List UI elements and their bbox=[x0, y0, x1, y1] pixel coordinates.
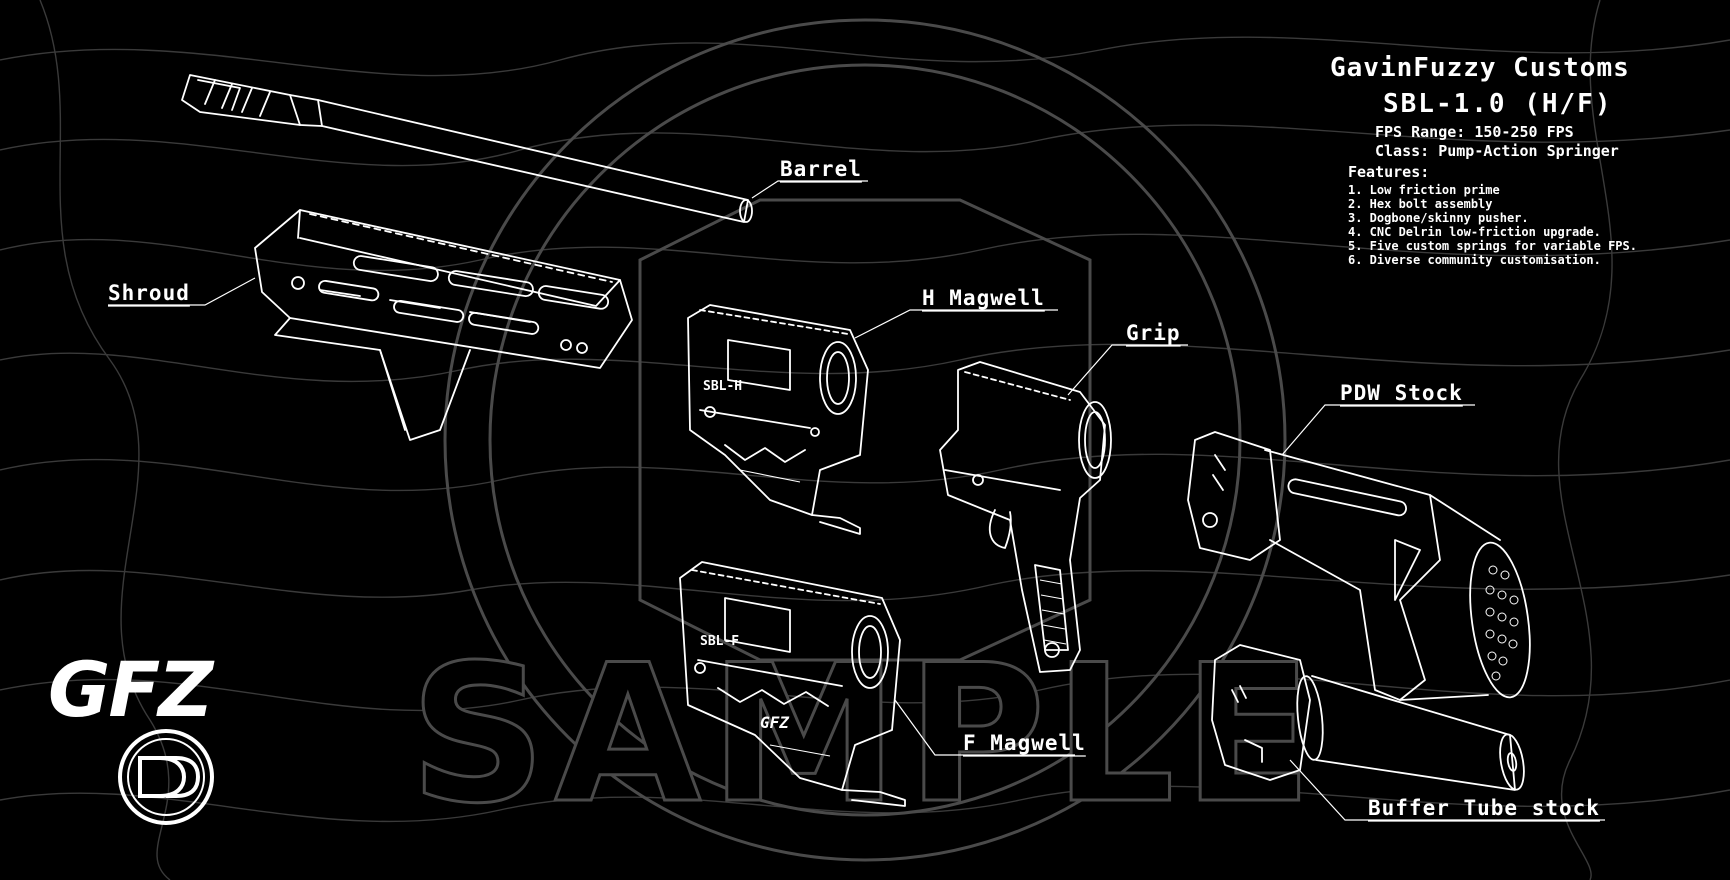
fps-spec: FPS Range: 150-250 FPS bbox=[1375, 123, 1574, 141]
feature-item: 4. CNC Delrin low-friction upgrade. bbox=[1348, 225, 1601, 239]
pdw-stock-leader bbox=[1281, 404, 1475, 456]
barrel-leader bbox=[751, 180, 868, 199]
shroud-label: Shroud bbox=[108, 281, 190, 305]
feature-item: 5. Five custom springs for variable FPS. bbox=[1348, 239, 1637, 253]
class-spec: Class: Pump-Action Springer bbox=[1375, 142, 1619, 160]
h-magwell-part: SBL-H bbox=[687, 304, 869, 535]
title-block: GavinFuzzy Customs SBL-1.0 (H/F) FPS Ran… bbox=[1330, 53, 1637, 267]
grip-part bbox=[939, 361, 1112, 673]
h-magwell-label: H Magwell bbox=[922, 286, 1045, 310]
feature-item: 6. Diverse community customisation. bbox=[1348, 253, 1601, 267]
buffer-tube-part bbox=[1211, 644, 1525, 791]
model-title: SBL-1.0 (H/F) bbox=[1383, 89, 1613, 119]
buffer-tube-leader bbox=[1289, 759, 1605, 821]
feature-item: 3. Dogbone/skinny pusher. bbox=[1348, 211, 1529, 225]
grip-leader bbox=[1067, 344, 1188, 396]
sample-watermark: SAMPLE bbox=[408, 18, 1320, 862]
dd-logo-icon bbox=[118, 729, 214, 825]
gfz-logo: GFZ bbox=[48, 645, 215, 734]
feature-item: 2. Hex bolt assembly bbox=[1348, 197, 1493, 211]
f-magwell-part: SBL-F GFZ bbox=[679, 561, 906, 807]
buffer-tube-label: Buffer Tube stock bbox=[1368, 796, 1600, 820]
shroud-part bbox=[254, 209, 633, 441]
company-title: GavinFuzzy Customs bbox=[1330, 53, 1630, 83]
barrel-part bbox=[181, 74, 753, 223]
f-magwell-leader bbox=[894, 699, 1075, 756]
h-magwell-marking: SBL-H bbox=[703, 379, 742, 394]
pdw-stock-label: PDW Stock bbox=[1340, 381, 1463, 405]
feature-item: 1. Low friction prime bbox=[1348, 183, 1500, 197]
f-magwell-marking: SBL-F bbox=[700, 634, 739, 649]
h-magwell-leader bbox=[854, 309, 1058, 339]
pdw-stock-part bbox=[1187, 431, 1531, 701]
f-magwell-logo-marking: GFZ bbox=[760, 713, 790, 732]
watermark-text: SAMPLE bbox=[409, 624, 1320, 845]
shroud-leader bbox=[108, 277, 256, 306]
features-heading: Features: bbox=[1348, 163, 1429, 181]
barrel-label: Barrel bbox=[780, 157, 862, 181]
label-underlines bbox=[108, 181, 1600, 822]
grip-label: Grip bbox=[1126, 321, 1181, 345]
f-magwell-label: F Magwell bbox=[963, 731, 1086, 755]
brand-area: GFZ bbox=[48, 645, 217, 825]
